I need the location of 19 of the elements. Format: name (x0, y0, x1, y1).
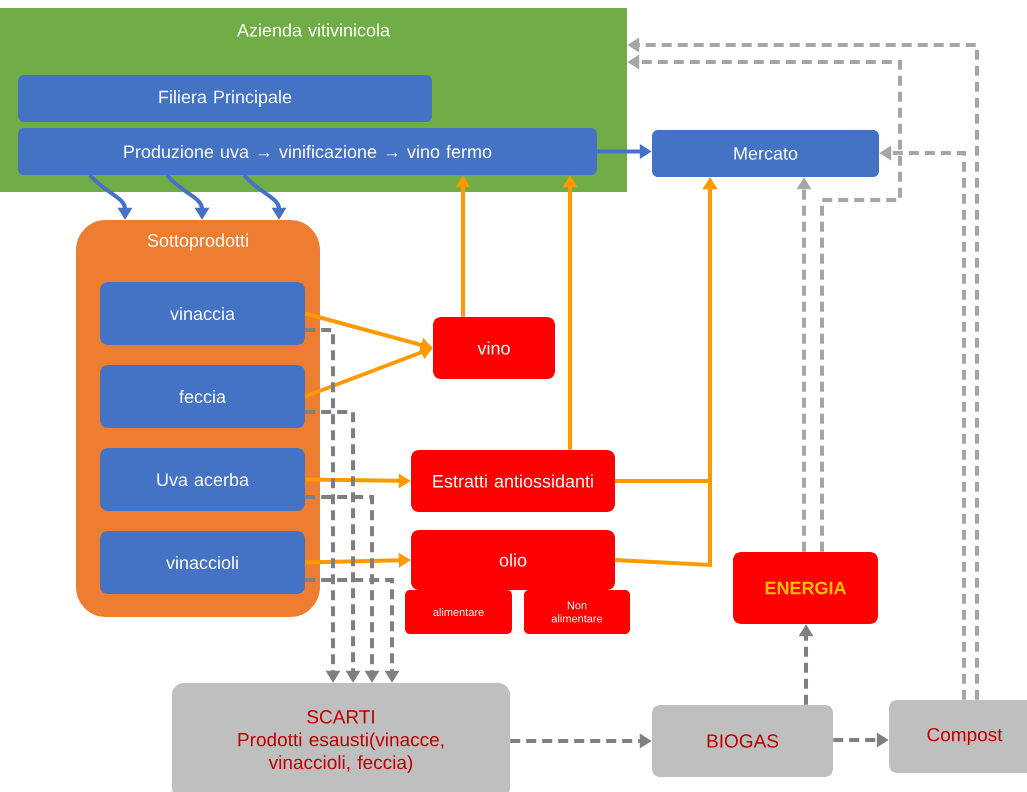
process-box: Estratti antiossidanti (411, 450, 615, 512)
process-box: Uva acerba (100, 448, 305, 511)
process-box: olio (411, 530, 615, 590)
process-box: vinaccioli (100, 531, 305, 594)
process-box: feccia (100, 365, 305, 428)
process-box: vino (433, 317, 555, 379)
process-box: Filiera Principale (18, 75, 432, 122)
process-box: BIOGAS (652, 705, 833, 777)
process-box: Mercato (652, 130, 879, 177)
node-label: Non alimentare (551, 601, 603, 623)
process-box: Non alimentare (524, 590, 630, 634)
process-box: ENERGIA (733, 552, 878, 624)
process-box: Produzione uva → vinificazione → vino fermo (18, 128, 597, 175)
node-label: olio (499, 553, 527, 567)
process-box: SCARTI Prodotti esausti(vinacce, vinaccioli, feccia) (172, 683, 510, 792)
node-label: alimentare (433, 607, 484, 617)
process-box: Compost (889, 700, 1027, 773)
process-box: alimentare (405, 590, 512, 634)
process-box: vinaccia (100, 282, 305, 345)
